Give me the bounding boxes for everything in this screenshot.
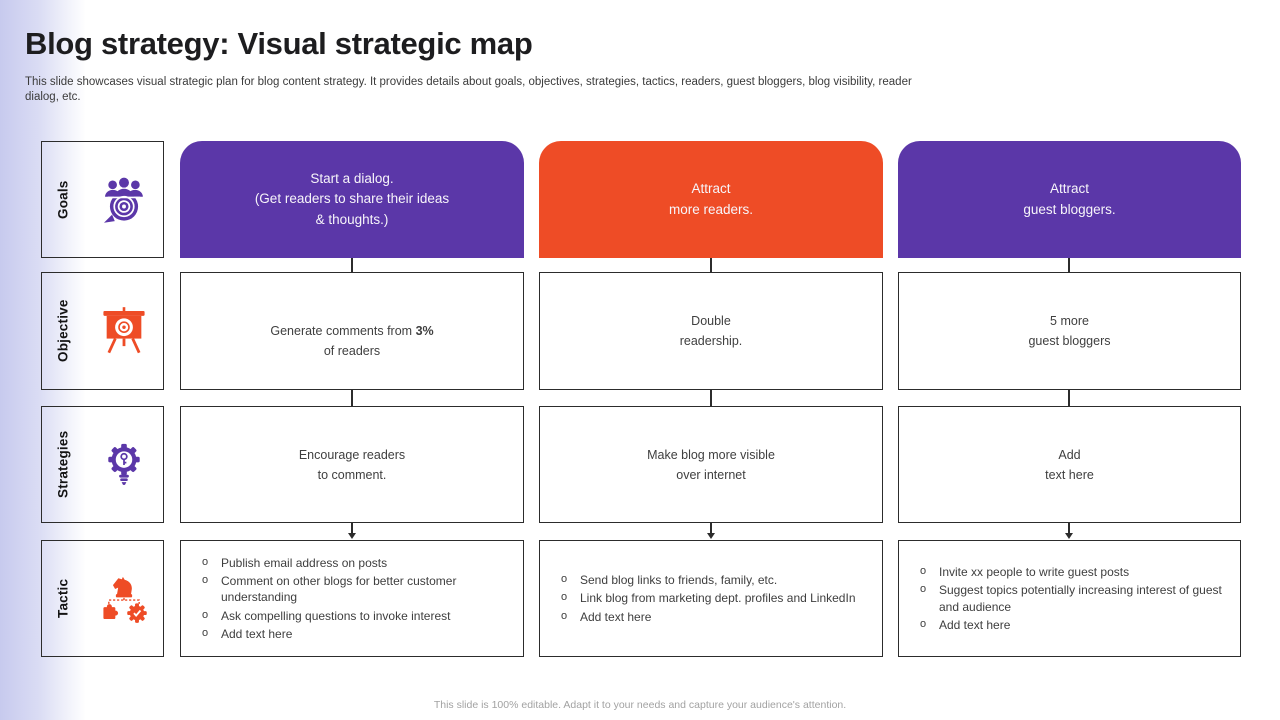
bullet-icon: o — [202, 574, 209, 587]
chess-knight-puzzle-gear-icon — [84, 541, 163, 656]
objective-box-3: 5 more guest bloggers — [898, 272, 1241, 390]
connector-objective-strategy-3 — [1068, 390, 1070, 406]
bullet-icon: o — [920, 565, 927, 578]
tactic-text: Add text here — [580, 609, 652, 624]
goal-box-2: Attract more readers. — [539, 141, 883, 258]
tactic-text: Comment on other blogs for better custom… — [221, 574, 457, 605]
objective-box-1: Generate comments from 3% of readers — [180, 272, 524, 390]
bullet-icon: o — [202, 556, 209, 569]
row-label-strategies: Strategies — [55, 430, 71, 499]
left-gradient-panel — [0, 0, 86, 720]
tactic-text: Link blog from marketing dept. profiles … — [580, 591, 856, 606]
bullet-icon: o — [202, 626, 209, 639]
objective-1-highlight: 3% — [415, 324, 434, 338]
arrow-strategy-tactic-1 — [351, 523, 353, 533]
list-item: o Comment on other blogs for better custo… — [197, 573, 513, 605]
page-title: Blog strategy: Visual strategic map — [25, 26, 533, 61]
arrow-strategy-tactic-2 — [710, 523, 712, 533]
slide-description: This slide showcases visual strategic pl… — [25, 76, 912, 104]
objective-box-2: Double readership. — [539, 272, 883, 390]
row-header-strategies: Strategies — [41, 406, 164, 523]
bullet-icon: o — [561, 609, 568, 622]
tactic-text: Invite xx people to write guest posts — [939, 565, 1130, 580]
list-item: o Invite xx people to write guest posts — [915, 564, 1230, 580]
tactic-text: Publish email address on posts — [221, 556, 388, 571]
connector-objective-strategy-2 — [710, 390, 712, 406]
row-label-tactic: Tactic — [55, 578, 71, 619]
tactic-list-2: o Send blog links to friends, family, etc… — [556, 570, 872, 626]
strategy-box-1: Encourage readers to comment. — [180, 406, 524, 523]
tactic-text: Send blog links to friends, family, etc. — [580, 573, 778, 588]
connector-goal-objective-2 — [710, 258, 712, 272]
bullet-icon: o — [920, 583, 927, 596]
list-item: o Ask compelling questions to invoke inte… — [197, 608, 513, 624]
objective-1-text: Generate comments from — [270, 324, 416, 338]
goal-box-1: Start a dialog. (Get readers to share th… — [180, 141, 524, 258]
row-label-objective: Objective — [55, 299, 71, 363]
bullet-icon: o — [561, 573, 568, 586]
objective-1-text-2: of readers — [323, 344, 381, 358]
connector-objective-strategy-1 — [351, 390, 353, 406]
bullet-icon: o — [561, 591, 568, 604]
list-item: o Suggest topics potentially increasing i… — [915, 582, 1230, 614]
bullet-icon: o — [920, 617, 927, 630]
bullet-icon: o — [202, 608, 209, 621]
connector-goal-objective-3 — [1068, 258, 1070, 272]
strategy-box-3: Add text here — [898, 406, 1241, 523]
gear-key-bulb-icon — [84, 407, 163, 522]
list-item: o Send blog links to friends, family, etc… — [556, 572, 872, 588]
tactic-box-3: o Invite xx people to write guest posts o… — [898, 540, 1241, 657]
goal-box-3: Attract guest bloggers. — [898, 141, 1241, 258]
arrow-strategy-tactic-3 — [1068, 523, 1070, 533]
strategy-box-2: Make blog more visible over internet — [539, 406, 883, 523]
tactic-text: Ask compelling questions to invoke inter… — [221, 608, 451, 623]
people-target-icon — [84, 142, 163, 257]
presentation-target-icon — [84, 273, 163, 389]
footer-note: This slide is 100% editable. Adapt it to… — [433, 699, 847, 711]
list-item: o Link blog from marketing dept. profiles… — [556, 590, 872, 606]
list-item: o Add text here — [556, 609, 872, 625]
list-item: o Publish email address on posts — [197, 555, 513, 571]
row-header-goals: Goals — [41, 141, 164, 258]
tactic-box-2: o Send blog links to friends, family, etc… — [539, 540, 883, 657]
list-item: o Add text here — [197, 626, 513, 642]
list-item: o Add text here — [915, 617, 1230, 633]
connector-goal-objective-1 — [351, 258, 353, 272]
tactic-text: Add text here — [939, 617, 1011, 632]
tactic-list-3: o Invite xx people to write guest posts o… — [915, 562, 1230, 634]
row-label-goals: Goals — [55, 180, 71, 219]
tactic-text: Suggest topics potentially increasing in… — [939, 583, 1222, 614]
row-header-tactic: Tactic — [41, 540, 164, 657]
row-header-objective: Objective — [41, 272, 164, 390]
tactic-text: Add text here — [221, 626, 293, 641]
